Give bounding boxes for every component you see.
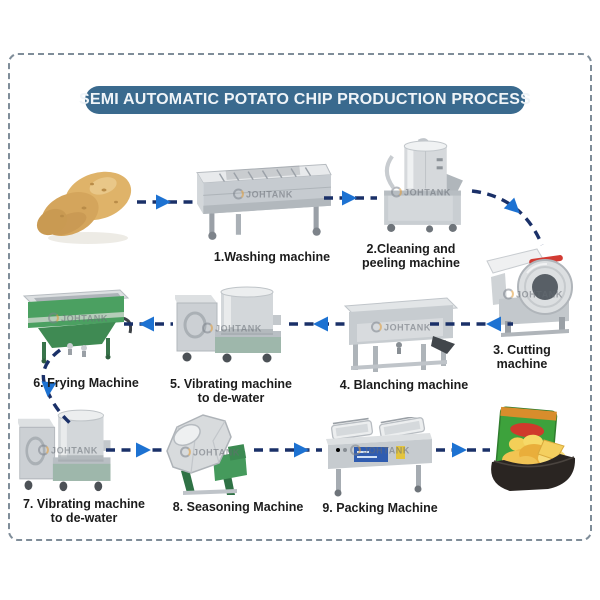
label-vibrating-machine-5: 5. Vibrating machine to de-water [169,377,293,405]
frying-machine-image [22,288,132,364]
blanching-machine-image [343,294,461,376]
label-cutting-machine: 3. Cutting machine [493,343,551,371]
label-blanching-machine: 4. Blanching machine [339,378,469,392]
diagram-border [8,53,592,541]
washing-machine-image [195,154,333,242]
label-cleaning-peeling-machine: 2.Cleaning and peeling machine [362,242,460,270]
label-packing-machine: 9. Packing Machine [322,501,438,515]
vibrating-dewater-machine-5-image [175,285,285,367]
potatoes-image [34,160,136,246]
label-seasoning-machine: 8. Seasoning Machine [172,500,304,514]
potato-chips-bag-and-bowl-image [486,404,586,500]
label-vibrating-machine-7: 7. Vibrating machine to de-water [22,497,146,525]
title-banner: SEMI AUTOMATIC POTATO CHIP PRODUCTION PR… [79,86,531,114]
cutting-machine-image [485,247,581,339]
packing-machine-image [324,417,434,497]
label-washing-machine: 1.Washing machine [213,250,331,264]
vibrating-dewater-machine-7-image [18,408,114,496]
cleaning-peeling-machine-image [374,138,470,234]
page-title: SEMI AUTOMATIC POTATO CHIP PRODUCTION PR… [79,91,531,108]
seasoning-machine-image [161,411,251,495]
label-frying-machine: 6. Frying Machine [33,376,139,390]
